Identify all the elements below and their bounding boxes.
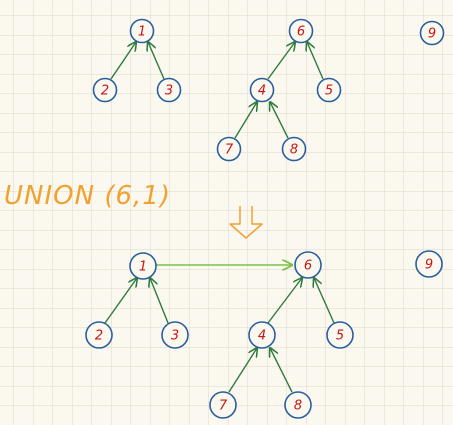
node-5: 5 bbox=[326, 321, 354, 349]
node-9: 9 bbox=[415, 250, 443, 278]
node-9: 9 bbox=[419, 20, 445, 46]
node-1: 1 bbox=[129, 18, 155, 44]
node-3: 3 bbox=[156, 77, 182, 103]
edge-5-to-6 bbox=[307, 42, 324, 80]
edge-4-to-6 bbox=[267, 42, 295, 80]
node-5: 5 bbox=[316, 77, 342, 103]
node-label: 3 bbox=[171, 329, 179, 344]
node-label: 4 bbox=[258, 329, 266, 344]
node-2: 2 bbox=[92, 77, 118, 103]
down-arrow-icon bbox=[229, 206, 263, 239]
node-label: 1 bbox=[139, 260, 147, 275]
node-label: 2 bbox=[95, 329, 103, 344]
after-nodes: 1 2 3 6 4 5 7 8 bbox=[85, 250, 443, 419]
node-8: 8 bbox=[281, 136, 307, 162]
edge-7-to-4 bbox=[228, 348, 257, 393]
node-3: 3 bbox=[161, 321, 189, 349]
edge-4-to-6 bbox=[267, 278, 302, 324]
node-8: 8 bbox=[284, 391, 312, 419]
node-label: 6 bbox=[297, 25, 305, 40]
node-label: 6 bbox=[304, 259, 312, 274]
edge-8-to-4 bbox=[270, 102, 289, 139]
node-label: 2 bbox=[101, 84, 109, 99]
node-6: 6 bbox=[294, 251, 322, 279]
node-label: 5 bbox=[336, 329, 344, 344]
edge-3-to-1 bbox=[150, 278, 169, 324]
operation-label: UNION (6,1) bbox=[4, 181, 171, 211]
edge-2-to-1 bbox=[110, 42, 136, 80]
node-7: 7 bbox=[209, 391, 237, 419]
node-2: 2 bbox=[85, 321, 113, 349]
node-4: 4 bbox=[249, 77, 275, 103]
edge-3-to-1 bbox=[148, 42, 165, 80]
node-label: 4 bbox=[258, 84, 266, 99]
node-label: 7 bbox=[225, 143, 234, 158]
after-edges bbox=[104, 265, 335, 393]
node-label: 1 bbox=[138, 25, 146, 40]
edge-8-to-4 bbox=[270, 348, 293, 393]
edge-7-to-4 bbox=[234, 102, 257, 139]
node-label: 7 bbox=[219, 399, 228, 414]
node-label: 8 bbox=[290, 143, 298, 158]
node-label: 9 bbox=[428, 27, 436, 42]
edge-2-to-1 bbox=[104, 278, 137, 324]
node-6: 6 bbox=[288, 18, 314, 44]
node-1: 1 bbox=[129, 252, 157, 280]
node-4: 4 bbox=[248, 321, 276, 349]
node-label: 9 bbox=[425, 258, 433, 273]
node-label: 5 bbox=[325, 84, 333, 99]
node-label: 3 bbox=[165, 84, 173, 99]
node-7: 7 bbox=[216, 136, 242, 162]
edge-5-to-6 bbox=[314, 278, 335, 324]
node-label: 8 bbox=[294, 399, 302, 414]
before-nodes: 1 2 3 6 4 5 7 8 bbox=[92, 18, 445, 162]
before-edges bbox=[110, 42, 324, 139]
